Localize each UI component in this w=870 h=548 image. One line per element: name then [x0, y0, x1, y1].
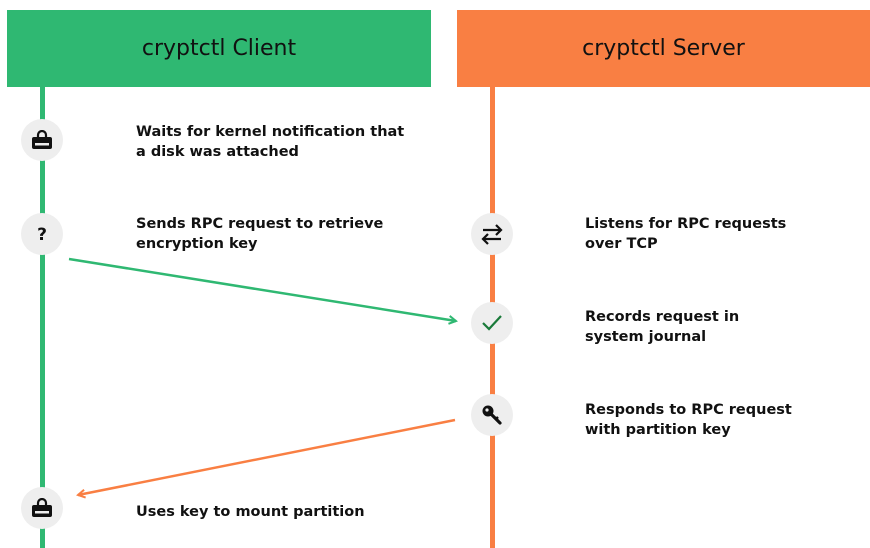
response-arrow	[78, 418, 456, 495]
request-arrow	[68, 257, 456, 321]
checkmark-icon	[471, 302, 513, 344]
key-icon	[471, 394, 513, 436]
client-step-2-text: Sends RPC request to retrieve encryption…	[136, 216, 384, 252]
svg-text:?: ?	[37, 225, 47, 244]
client-title: cryptctl Client	[141, 36, 297, 61]
server-title: cryptctl Server	[582, 36, 745, 61]
swap-arrows-icon	[471, 213, 513, 255]
server-header: cryptctl Server	[457, 10, 870, 87]
client-step-1-text: Waits for kernel notification that a dis…	[136, 124, 405, 160]
server-step-3-text: Responds to RPC request with partition k…	[585, 402, 792, 438]
client-lifeline	[40, 87, 45, 548]
client-step-3-text: Uses key to mount partition	[136, 504, 365, 520]
question-icon: ?	[21, 213, 63, 255]
server-step-2-text: Records request in system journal	[585, 309, 740, 345]
drive-lock-icon	[21, 119, 63, 161]
server-step-1-text: Listens for RPC requests over TCP	[585, 216, 787, 252]
client-header: cryptctl Client	[7, 10, 431, 87]
drive-lock-icon	[21, 487, 63, 529]
